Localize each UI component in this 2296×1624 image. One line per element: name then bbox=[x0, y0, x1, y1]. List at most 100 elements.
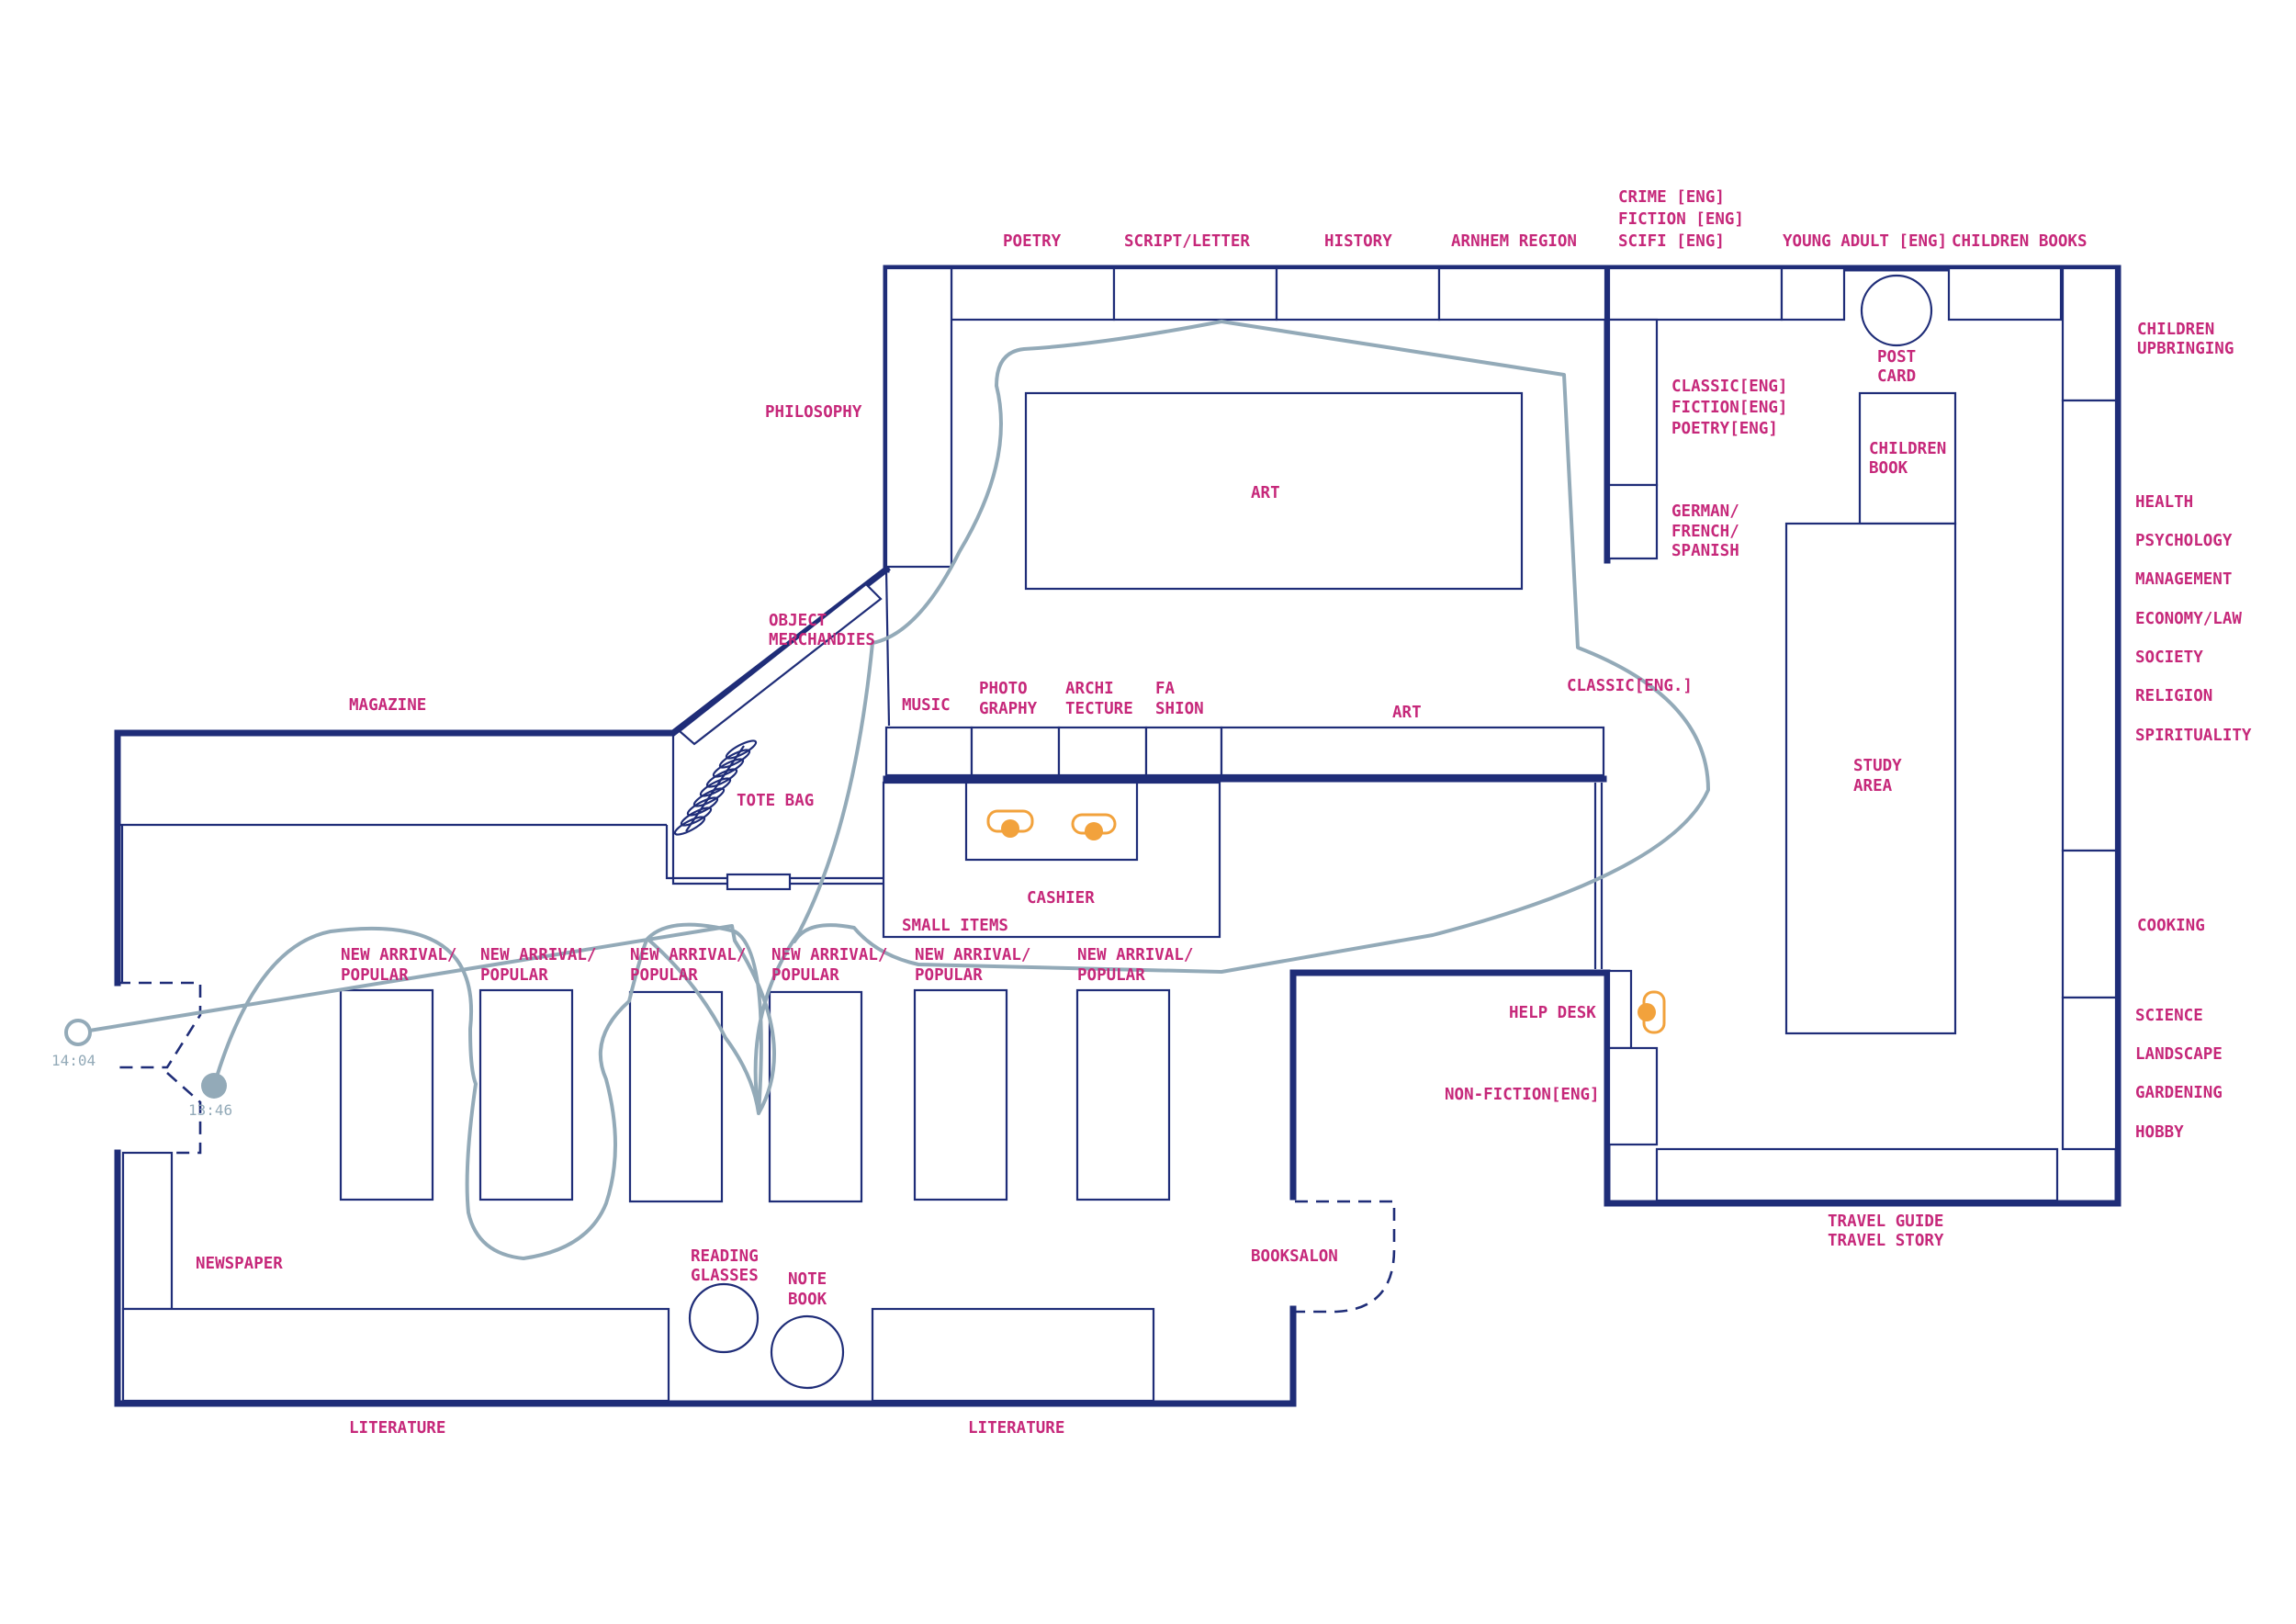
label-area: AREA bbox=[1853, 777, 1893, 795]
label-german: GERMAN/ bbox=[1671, 502, 1739, 521]
label-object: OBJECT bbox=[769, 612, 827, 630]
small-items-partition bbox=[884, 569, 891, 727]
label-crime: CRIME [ENG] bbox=[1618, 188, 1725, 207]
tote-bag-item bbox=[705, 768, 738, 788]
help-desk-staff bbox=[1638, 1003, 1656, 1021]
shelf-german-french-spanish bbox=[1607, 483, 1659, 560]
shelf-philosophy bbox=[884, 266, 953, 569]
label-health: HEALTH bbox=[2135, 493, 2193, 512]
entrance-door bbox=[118, 981, 202, 1069]
label-french: FRENCH/ bbox=[1671, 523, 1739, 541]
label-new-arrival-3a: NEW ARRIVAL/ bbox=[630, 946, 746, 964]
label-religion: RELIGION bbox=[2135, 687, 2212, 705]
magazine-wall-lines bbox=[665, 825, 884, 880]
shelf-music bbox=[884, 726, 974, 777]
path-start-time: 14:04 bbox=[51, 1052, 96, 1069]
label-new-arrival-4a: NEW ARRIVAL/ bbox=[771, 946, 887, 964]
entrance-door-lower bbox=[166, 1072, 202, 1155]
label-reading: READING bbox=[691, 1247, 759, 1266]
label-new-arrival-6a: NEW ARRIVAL/ bbox=[1077, 946, 1193, 964]
label-new-arrival-2b: POPULAR bbox=[480, 966, 548, 985]
small-bench bbox=[726, 873, 792, 891]
label-archi: ARCHI bbox=[1065, 680, 1114, 698]
label-arnhem-region: ARNHEM REGION bbox=[1451, 232, 1577, 251]
label-scifi: SCIFI [ENG] bbox=[1618, 232, 1725, 251]
label-tote-bag: TOTE BAG bbox=[737, 792, 814, 810]
table-new-arrival-1 bbox=[339, 988, 434, 1201]
label-spanish: SPANISH bbox=[1671, 542, 1739, 560]
stand-note-book bbox=[770, 1314, 845, 1390]
shelf-object-merchandise bbox=[678, 582, 883, 746]
label-economy-law: ECONOMY/LAW bbox=[2135, 610, 2242, 628]
label-new-arrival-3b: POPULAR bbox=[630, 966, 698, 985]
label-fa: FA bbox=[1155, 680, 1176, 698]
shelf-literature-right bbox=[871, 1307, 1155, 1403]
label-new-arrival-1a: NEW ARRIVAL/ bbox=[341, 946, 456, 964]
doors bbox=[118, 981, 1396, 1314]
table-new-arrival-3 bbox=[628, 990, 724, 1203]
label-new-arrival-2a: NEW ARRIVAL/ bbox=[480, 946, 596, 964]
shelf-classic-eng bbox=[1607, 318, 1659, 487]
label-children-book-a: CHILDREN bbox=[1869, 440, 1946, 458]
tote-bag-item bbox=[725, 739, 758, 760]
tote-bag-hangers bbox=[673, 739, 758, 836]
shelf-young-adult bbox=[1780, 266, 1846, 321]
label-new-arrival-5a: NEW ARRIVAL/ bbox=[915, 946, 1030, 964]
label-help-desk: HELP DESK bbox=[1509, 1004, 1596, 1022]
help-desk bbox=[1607, 969, 1633, 1050]
booksalon-door bbox=[1295, 1200, 1396, 1314]
label-cooking: COOKING bbox=[2137, 917, 2205, 935]
label-music: MUSIC bbox=[902, 696, 951, 715]
counter-cashier bbox=[964, 781, 1139, 862]
label-psychology: PSYCHOLOGY bbox=[2135, 532, 2233, 550]
table-art bbox=[1024, 391, 1524, 591]
shelving bbox=[118, 266, 2118, 1403]
shelf-literature-left bbox=[121, 1307, 670, 1403]
label-study: STUDY bbox=[1853, 757, 1902, 775]
tote-bag-rack bbox=[673, 739, 758, 836]
label-newspaper: NEWSPAPER bbox=[196, 1255, 283, 1273]
stand-reading-glasses bbox=[688, 1282, 760, 1354]
label-landscape: LANDSCAPE bbox=[2135, 1045, 2223, 1064]
label-young-adult: YOUNG ADULT [ENG] bbox=[1783, 232, 1947, 251]
table-new-arrival-6 bbox=[1075, 988, 1171, 1201]
section-labels: POETRY SCRIPT/LETTER HISTORY ARNHEM REGI… bbox=[196, 188, 2252, 1438]
table-new-arrival-4 bbox=[768, 990, 863, 1203]
path-start-marker bbox=[64, 1019, 92, 1046]
path-end-marker bbox=[201, 1073, 227, 1099]
label-booksalon: BOOKSALON bbox=[1251, 1247, 1338, 1266]
label-merchandies: MERCHANDIES bbox=[769, 631, 875, 649]
shelf-children-books bbox=[1947, 266, 2063, 321]
shelf-arnhem-region bbox=[1437, 266, 1607, 321]
label-management: MANAGEMENT bbox=[2135, 570, 2232, 589]
label-cashier: CASHIER bbox=[1027, 889, 1095, 908]
shelf-architecture bbox=[1057, 726, 1148, 777]
label-card: CARD bbox=[1877, 367, 1916, 386]
label-philosophy: PHILOSOPHY bbox=[765, 403, 862, 422]
label-fiction-eng-stack: FICTION[ENG] bbox=[1671, 399, 1787, 417]
label-new-arrival-4b: POPULAR bbox=[771, 966, 839, 985]
label-travel-story: TRAVEL STORY bbox=[1828, 1232, 1944, 1250]
shelf-travel bbox=[1655, 1147, 2059, 1202]
customer-walk-path bbox=[76, 320, 1710, 1260]
label-upbringing: UPBRINGING bbox=[2137, 340, 2234, 358]
table-new-arrival-5 bbox=[913, 988, 1008, 1201]
label-children-book-b: BOOK bbox=[1869, 459, 1908, 478]
shelf-non-fiction-eng bbox=[1607, 1046, 1659, 1146]
label-classic-eng-stack: CLASSIC[ENG] bbox=[1671, 378, 1787, 396]
cashier-staff-2 bbox=[1085, 822, 1103, 840]
label-note: NOTE bbox=[788, 1270, 827, 1289]
label-tecture: TECTURE bbox=[1065, 700, 1133, 718]
study-area-table bbox=[1784, 522, 1957, 1035]
shelf-science-hobby bbox=[2061, 996, 2118, 1151]
label-society: SOCIETY bbox=[2135, 648, 2203, 667]
label-graphy: GRAPHY bbox=[979, 700, 1038, 718]
label-art-wall: ART bbox=[1392, 704, 1422, 722]
label-literature-left: LITERATURE bbox=[349, 1419, 445, 1438]
table-new-arrival-2 bbox=[478, 988, 574, 1201]
shelf-cooking bbox=[2061, 849, 2118, 999]
label-new-arrival-6b: POPULAR bbox=[1077, 966, 1145, 985]
label-spirituality: SPIRITUALITY bbox=[2135, 727, 2252, 745]
path-end-time: 13:46 bbox=[188, 1101, 232, 1119]
